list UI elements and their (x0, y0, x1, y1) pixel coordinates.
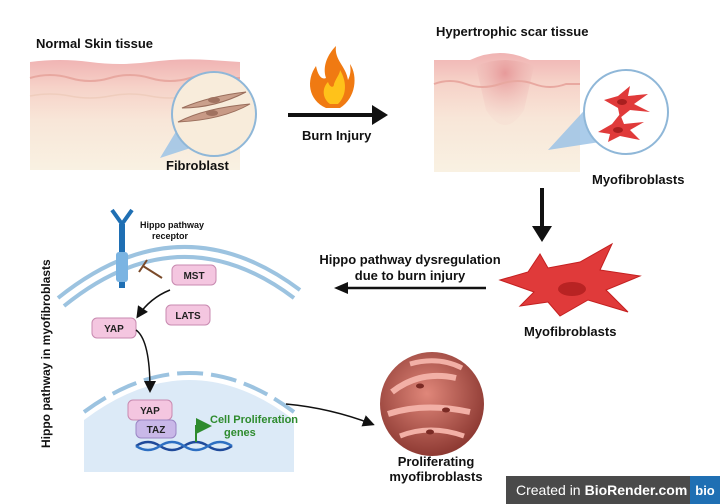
arrow-down-head (532, 226, 552, 242)
biorender-logo-icon: bio (690, 476, 720, 504)
lats-protein: LATS (165, 304, 211, 326)
genes-label-line2: genes (224, 427, 256, 439)
fibroblast-label: Fibroblast (166, 158, 230, 173)
yap-cytoplasm-label: YAP (104, 324, 124, 335)
mst-protein: MST (171, 264, 217, 286)
burn-injury-label: Burn Injury (302, 128, 372, 143)
scar-title: Hypertrophic scar tissue (436, 24, 588, 39)
taz-label: TAZ (147, 425, 166, 436)
mst-label: MST (183, 271, 204, 282)
yap-nuclear-protein: YAP (127, 399, 173, 421)
cell-membrane-outer (56, 244, 302, 300)
arrow-right-head (372, 105, 388, 125)
flame-icon (310, 46, 355, 108)
credit-brand: BioRender.com (584, 482, 688, 498)
gene-activation-arrow (195, 418, 212, 442)
proliferating-cluster (380, 352, 484, 456)
pathway-side-title: Hippo pathway in myofibroblasts (39, 259, 53, 448)
yap-translocation-arrow (135, 329, 156, 393)
cell-membrane-inner (62, 254, 296, 308)
yap-cytoplasm-protein: YAP (91, 317, 137, 339)
genes-label-line1: Cell Proliferation (210, 414, 298, 426)
myofibroblast-cell (498, 242, 642, 317)
receptor-label-line2: receptor (152, 231, 189, 241)
myofibroblasts-label: Myofibroblasts (524, 324, 616, 339)
scar-myofibroblasts-label: Myofibroblasts (592, 172, 684, 187)
proliferating-line1: Proliferating (398, 454, 475, 469)
receptor-label-line1: Hippo pathway (140, 220, 204, 230)
arrow-left-head (334, 282, 348, 294)
dysregulation-line1: Hippo pathway dysregulation (319, 252, 500, 267)
scar-tissue (433, 53, 580, 172)
inhibit-arrow-icon (138, 259, 163, 279)
myofibroblast-zoom-circle (583, 69, 669, 155)
mst-to-yap-arrow (136, 289, 171, 319)
dysregulation-line2: due to burn injury (355, 268, 466, 283)
biorender-credit-badge[interactable]: Created in BioRender.com bio (506, 476, 720, 504)
normal-skin-title: Normal Skin tissue (36, 36, 153, 51)
proliferating-line2: myofibroblasts (389, 469, 482, 484)
proliferation-arrow (285, 403, 375, 427)
receptor-icon (110, 208, 134, 288)
dna-icon (135, 440, 233, 452)
yap-nuclear-label: YAP (140, 406, 160, 417)
credit-prefix: Created in (516, 482, 581, 498)
fibroblast-zoom-circle (171, 71, 257, 157)
taz-protein: TAZ (135, 419, 177, 439)
lats-label: LATS (175, 311, 201, 322)
